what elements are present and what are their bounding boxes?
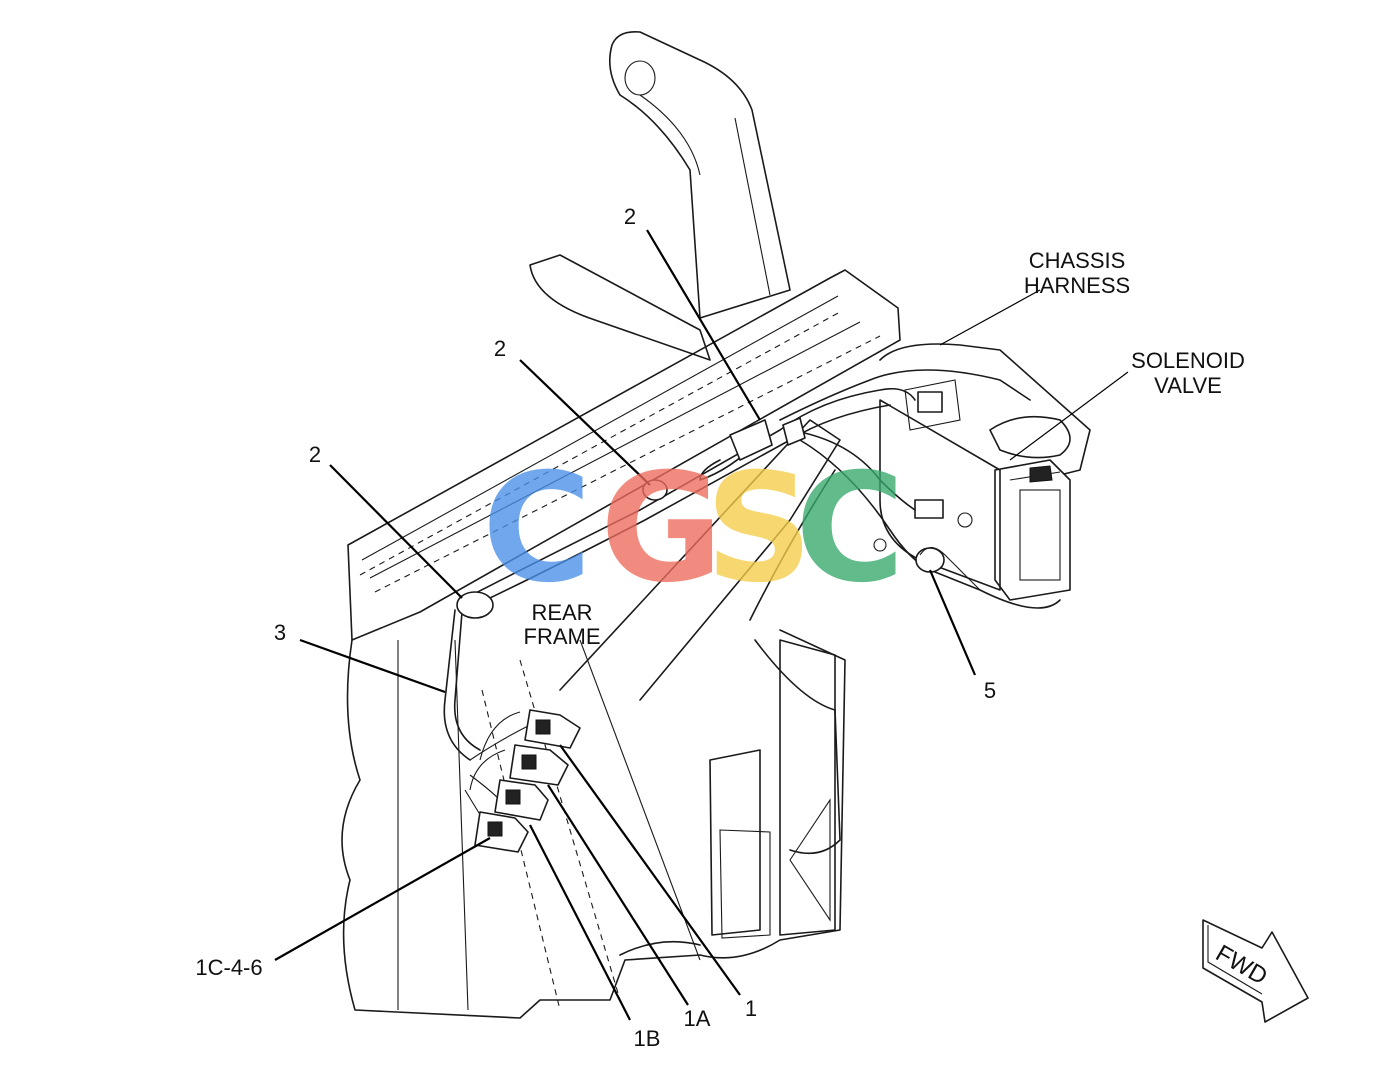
label-chassis-harness-line2: HARNESS bbox=[1024, 273, 1130, 298]
upright-arm bbox=[609, 30, 791, 319]
watermark-letter-s: S bbox=[705, 442, 813, 616]
harness-clips bbox=[456, 417, 981, 619]
wiring-harness bbox=[443, 369, 1061, 831]
label-rear-frame-line1: REAR bbox=[531, 600, 592, 625]
callout-2-top: 2 bbox=[624, 204, 636, 229]
text-labels: CHASSIS HARNESS SOLENOID VALVE REAR FRAM… bbox=[195, 204, 1244, 1051]
label-solenoid-valve-line2: VALVE bbox=[1154, 373, 1222, 398]
forward-direction-arrow: FWD bbox=[1202, 919, 1309, 1023]
label-rear-frame-line2: FRAME bbox=[524, 624, 601, 649]
watermark-letter-c2: C bbox=[795, 442, 905, 616]
leader-lines bbox=[274, 229, 1129, 1021]
watermark: C G S C bbox=[482, 442, 905, 616]
rear-frame-body bbox=[341, 629, 846, 1019]
label-chassis-harness-line1: CHASSIS bbox=[1029, 248, 1126, 273]
callout-1b: 1B bbox=[634, 1026, 661, 1051]
callout-5: 5 bbox=[984, 678, 996, 703]
watermark-letter-g: G bbox=[600, 442, 723, 616]
callout-1: 1 bbox=[745, 996, 757, 1021]
watermark-letter-c1: C bbox=[482, 442, 592, 616]
callout-2-left: 2 bbox=[309, 442, 321, 467]
callout-3: 3 bbox=[274, 620, 286, 645]
callout-1c: 1C-4-6 bbox=[195, 955, 262, 980]
support-struts bbox=[559, 419, 841, 855]
valve-block bbox=[873, 343, 1091, 601]
callout-2-mid: 2 bbox=[494, 336, 506, 361]
callout-1a: 1A bbox=[684, 1006, 711, 1031]
relay-cluster bbox=[469, 709, 581, 853]
label-solenoid-valve-line1: SOLENOID bbox=[1131, 348, 1245, 373]
